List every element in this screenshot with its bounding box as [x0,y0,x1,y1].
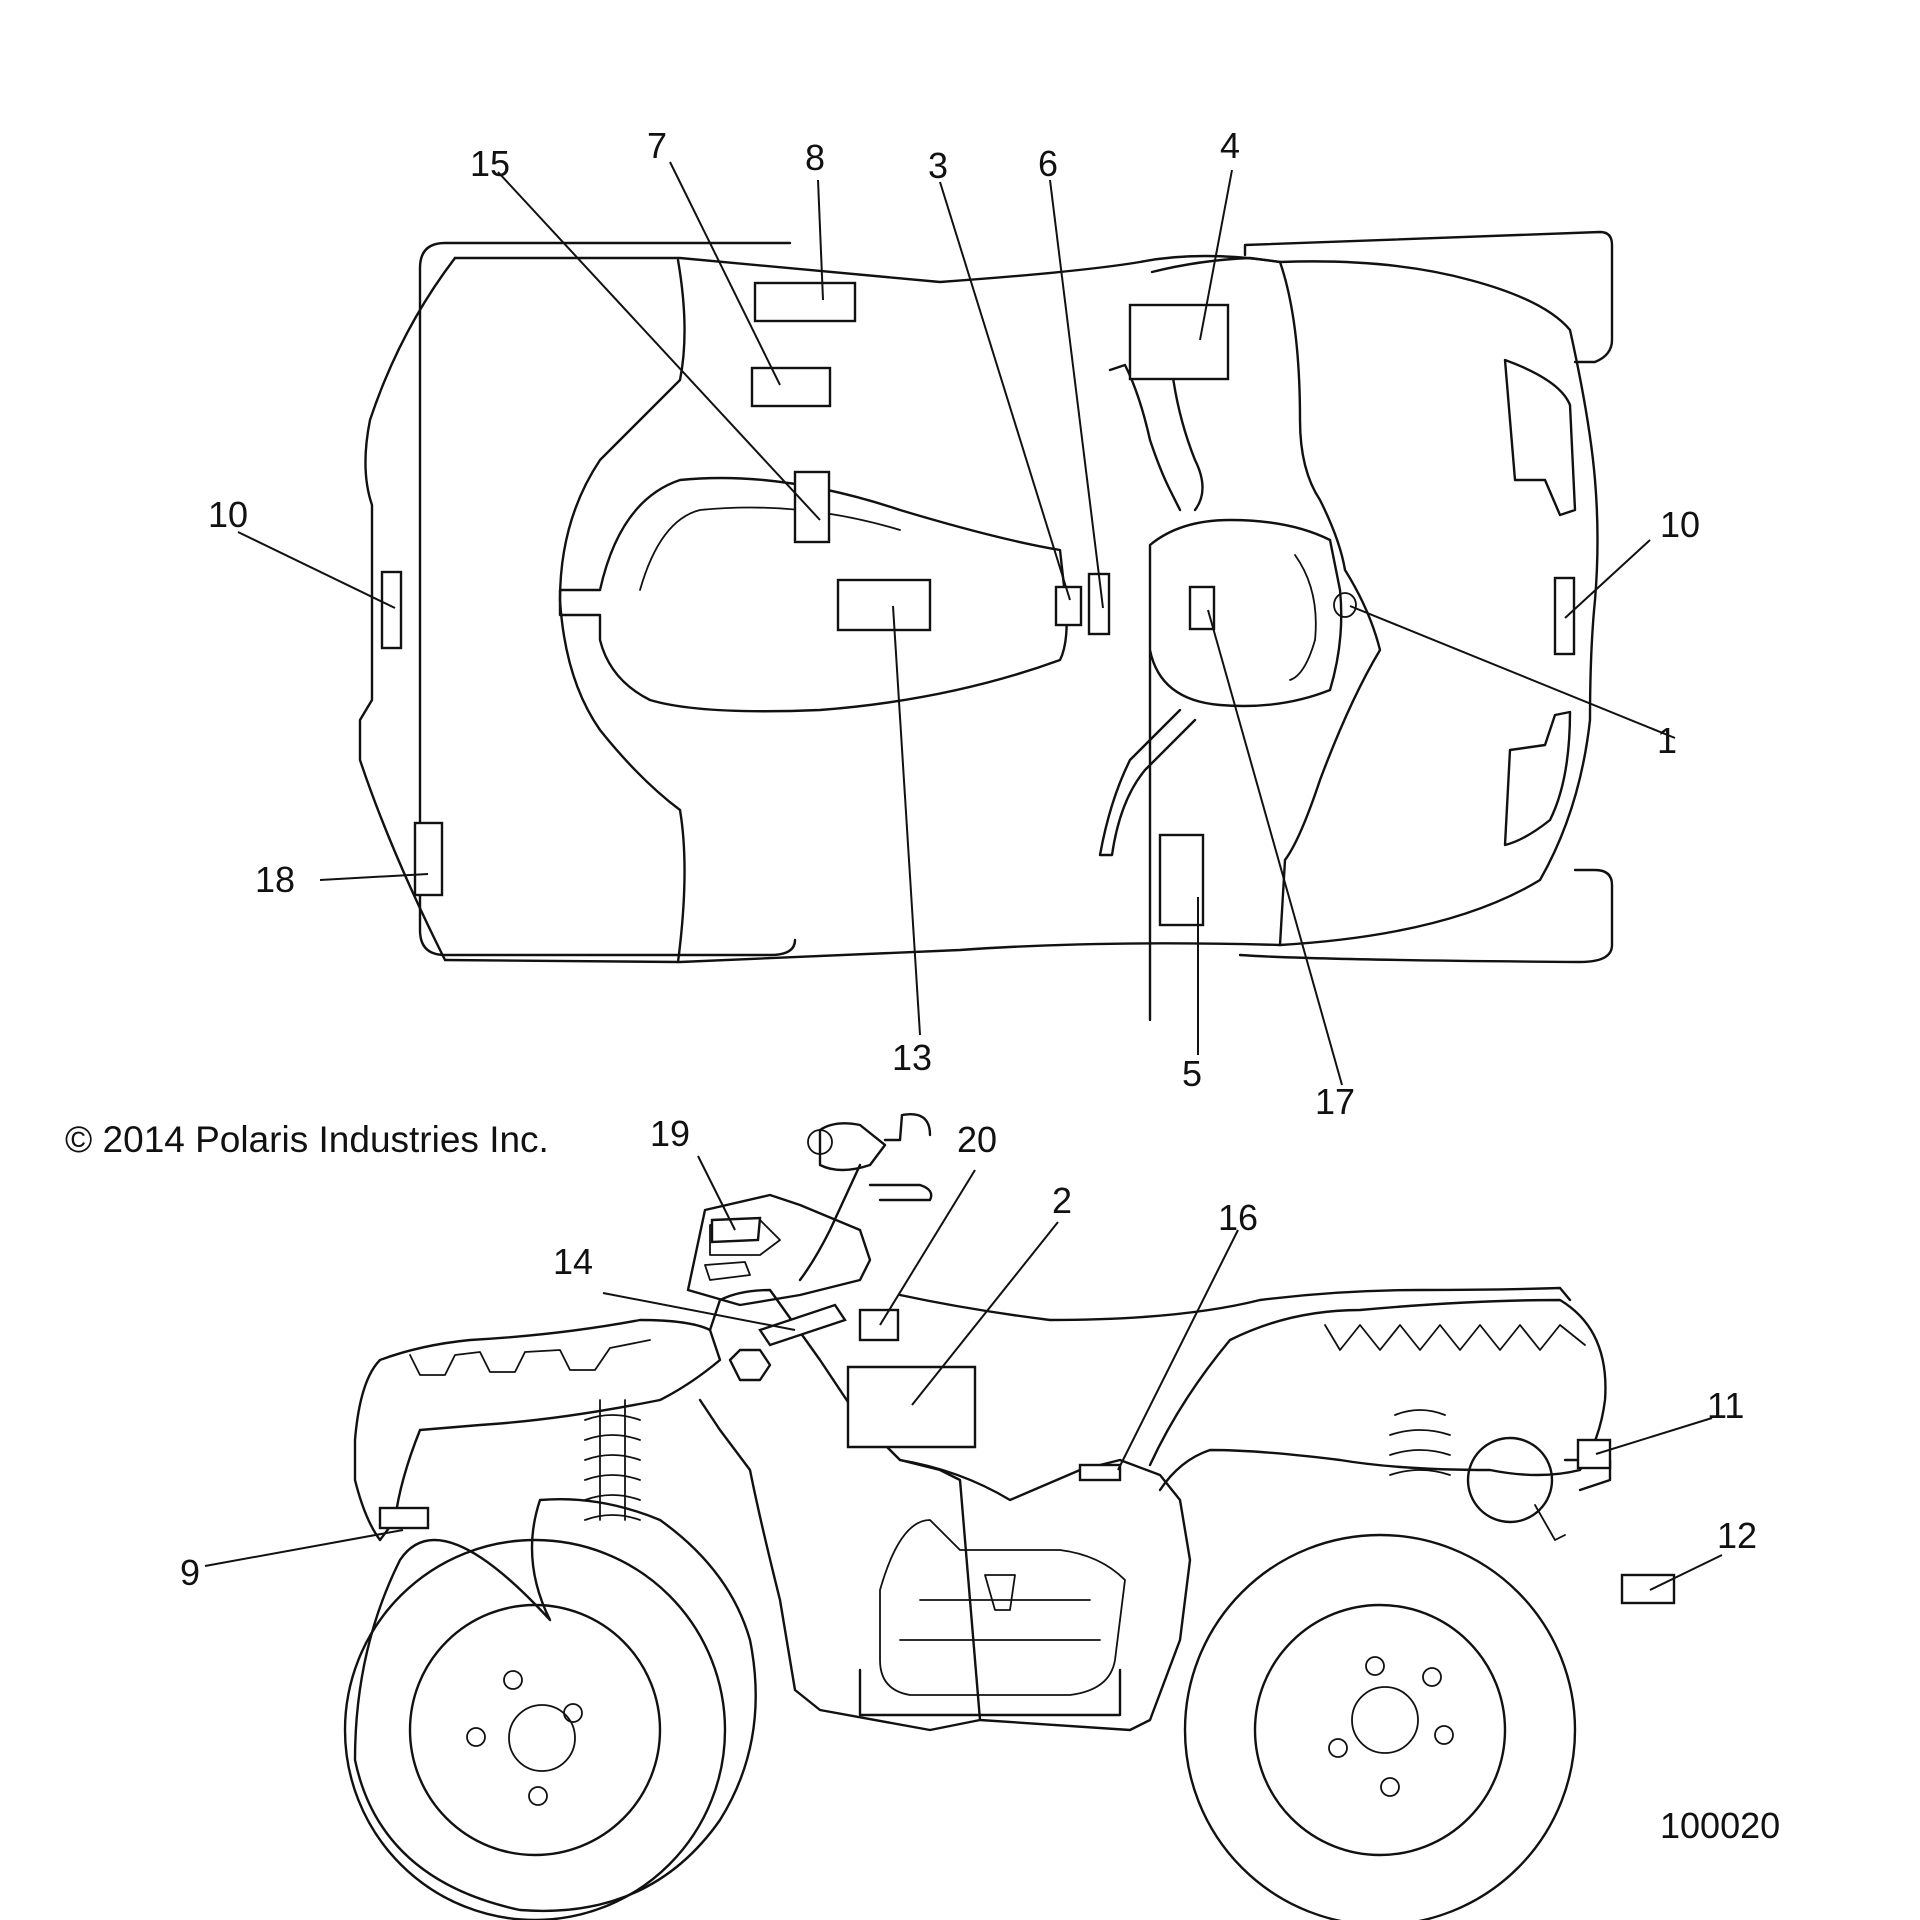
callout-10-rear: 10 [208,494,248,535]
callout-15: 15 [470,143,510,184]
callout-5: 5 [1182,1053,1202,1094]
decal-17 [1188,585,1216,631]
callout-11: 11 [1707,1385,1744,1426]
decal-14 [758,1303,847,1347]
decal-13 [836,578,932,632]
top-view-decals [380,281,1576,927]
callout-16: 16 [1218,1197,1258,1238]
decal-15 [793,470,831,544]
callout-labels: 15 7 8 3 6 4 10 10 1 18 13 5 17 19 20 2 … [180,125,1757,1593]
callout-18: 18 [255,859,295,900]
callout-1: 1 [1657,720,1677,761]
side-view-decals [378,1216,1676,1605]
decal-12 [1620,1573,1676,1605]
callout-14: 14 [553,1241,593,1282]
callout-7: 7 [647,125,667,166]
decal-10-rear [380,570,403,650]
callout-12: 12 [1717,1515,1757,1556]
callout-3: 3 [928,145,948,186]
decal-5 [1158,833,1205,927]
callout-13: 13 [892,1037,932,1078]
callout-8: 8 [805,137,825,178]
decal-4 [1128,303,1230,381]
callout-4: 4 [1220,125,1240,166]
decal-18 [413,821,444,897]
callout-20: 20 [957,1119,997,1160]
decal-16 [1078,1463,1122,1482]
decal-8 [753,281,857,323]
atv-top-view [358,230,1614,1022]
decal-9 [378,1506,430,1530]
decal-19 [710,1216,762,1244]
decal-7 [750,366,832,408]
atv-side-view [343,1113,1612,1920]
decal-11 [1576,1438,1612,1470]
leader-lines [204,161,1723,1591]
callout-2: 2 [1052,1180,1072,1221]
callout-10-front: 10 [1660,504,1700,545]
copyright-notice: © 2014 Polaris Industries Inc. [65,1119,549,1160]
callout-9: 9 [180,1552,200,1593]
callout-19: 19 [650,1113,690,1154]
decal-10-front [1553,576,1576,656]
decal-3 [1054,585,1083,627]
decal-20 [858,1308,900,1342]
callout-6: 6 [1038,143,1058,184]
figure-number: 100020 [1660,1805,1780,1846]
decal-2 [846,1365,977,1449]
callout-17: 17 [1315,1081,1355,1122]
